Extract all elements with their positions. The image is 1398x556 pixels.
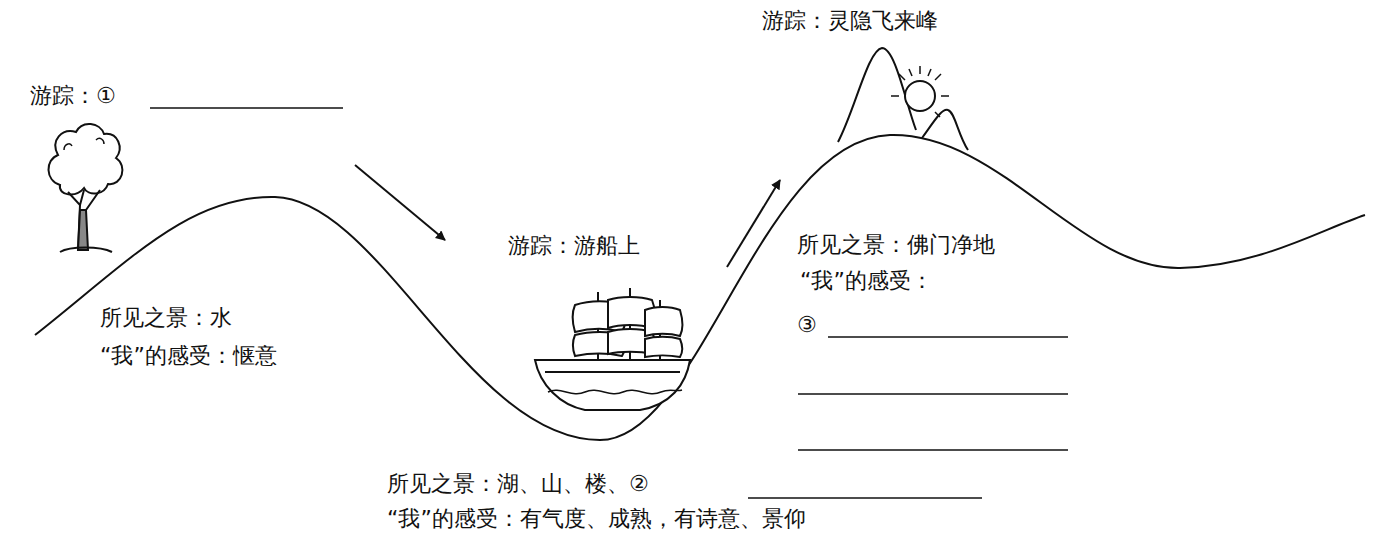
blank-line xyxy=(798,449,1068,451)
blank-number: ③ xyxy=(797,312,817,338)
scene-label: 所见之景：水 xyxy=(100,305,232,331)
blank-line xyxy=(798,393,1068,395)
blank-line xyxy=(828,336,1068,338)
route-arrow xyxy=(727,180,780,267)
route-label: 游踪：灵隐飞来峰 xyxy=(762,8,938,34)
blank-line xyxy=(150,107,343,109)
tree-icon xyxy=(48,124,122,252)
ship-icon xyxy=(535,288,690,410)
feeling-label: “我”的感受：惬意 xyxy=(100,343,277,369)
route-label: 游踪：游船上 xyxy=(508,233,640,259)
feeling-label: “我”的感受： xyxy=(800,268,933,294)
scene-label: 所见之景：佛门净地 xyxy=(797,232,995,258)
route-arrow xyxy=(355,165,445,240)
hill-curve xyxy=(35,135,1365,440)
route-label: 游踪：① xyxy=(30,83,116,109)
blank-line xyxy=(748,497,982,499)
scene-label: 所见之景：湖、山、楼、② xyxy=(387,471,649,497)
mountain-icon xyxy=(838,48,968,150)
feeling-label: “我”的感受：有气度、成熟，有诗意、景仰 xyxy=(387,506,806,532)
